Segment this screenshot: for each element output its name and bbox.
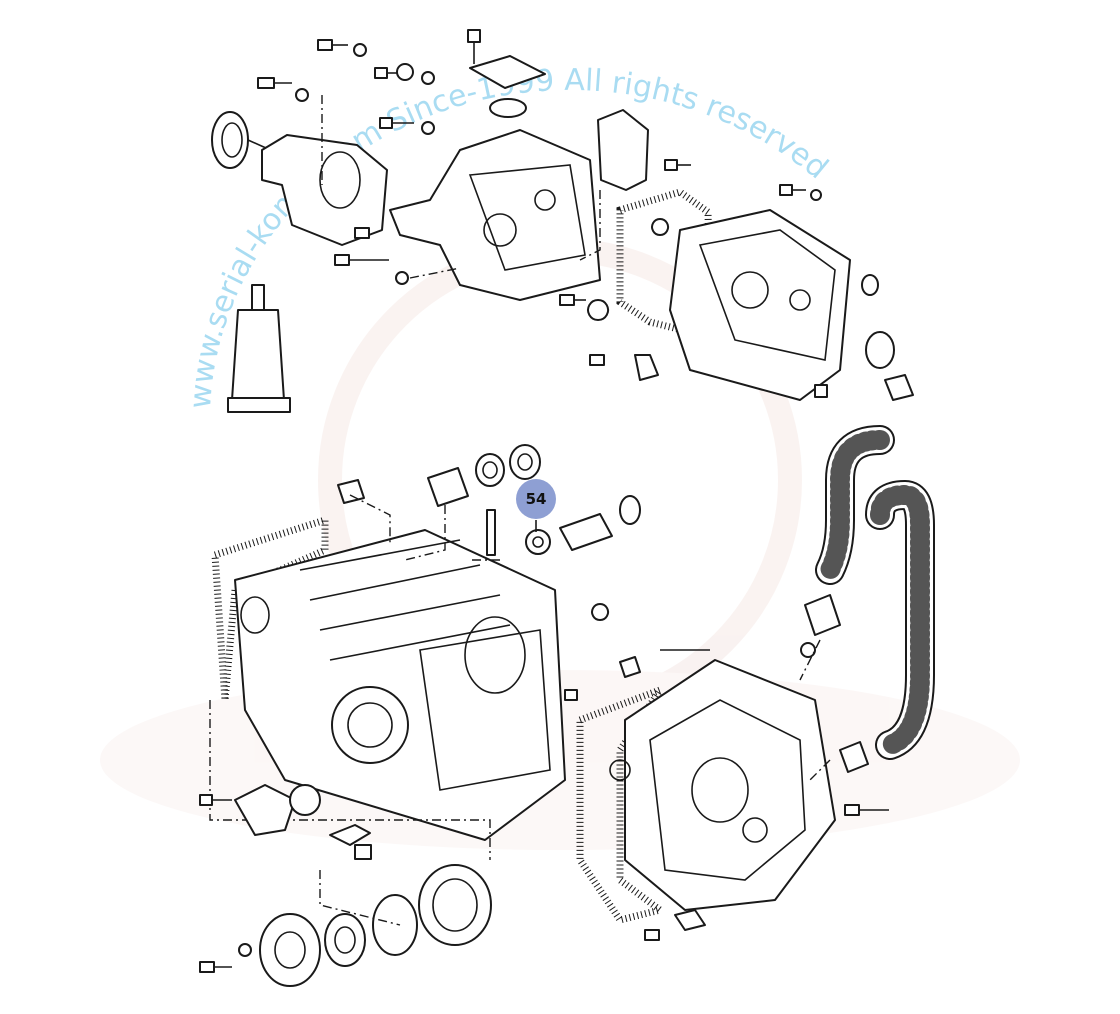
rear-housing-part bbox=[211, 77, 388, 246]
sealant-tube-part bbox=[227, 284, 291, 413]
lower-left-parts bbox=[199, 784, 492, 987]
end-cover-part bbox=[559, 184, 914, 401]
callout-number: 54 bbox=[526, 490, 547, 508]
shift-cover-part bbox=[579, 109, 691, 261]
breather-hoses-part bbox=[800, 425, 935, 773]
callout-54[interactable]: 54 bbox=[516, 479, 556, 519]
bell-housing-part bbox=[576, 603, 889, 941]
gearbox-case-part bbox=[209, 515, 578, 860]
callout-circle bbox=[516, 479, 556, 519]
intermediate-housing-part bbox=[334, 129, 601, 301]
upper-bolts bbox=[317, 29, 546, 135]
leader-lines bbox=[349, 494, 537, 561]
shaft-parts bbox=[337, 444, 641, 556]
